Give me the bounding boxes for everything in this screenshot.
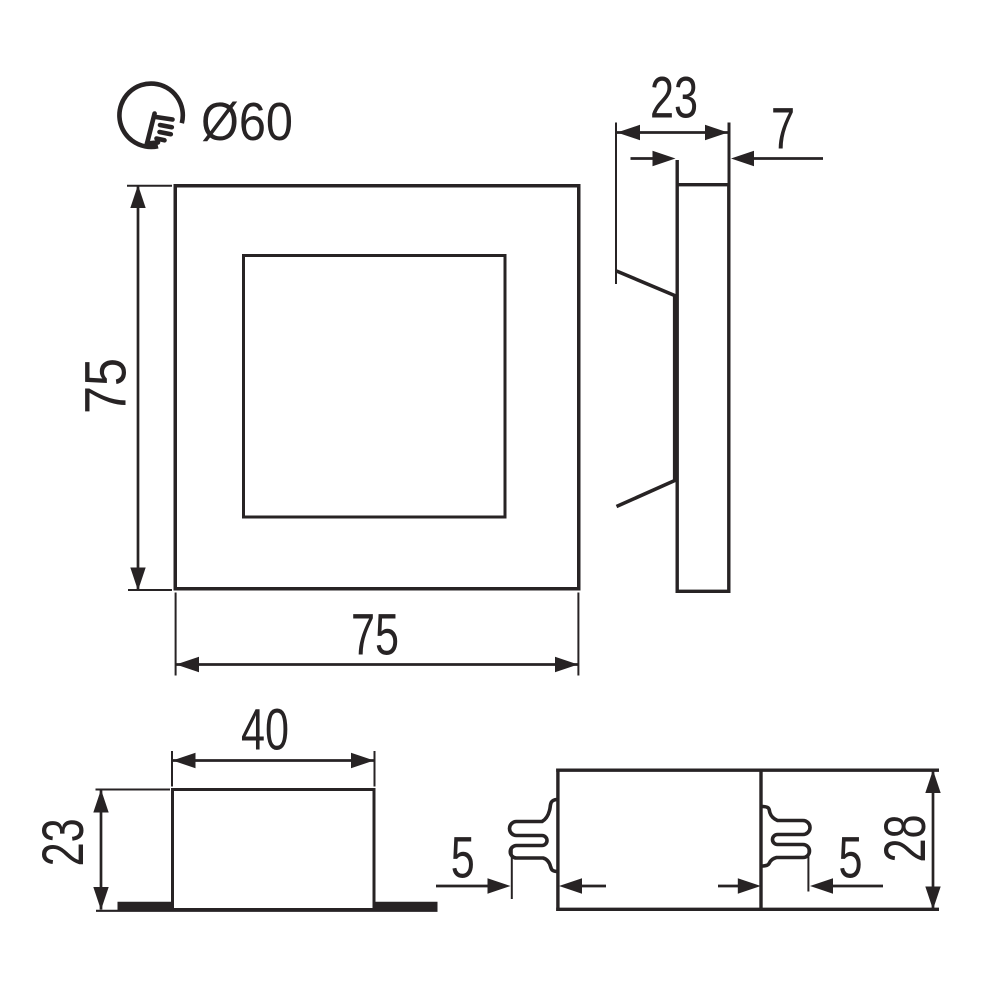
svg-text:5: 5 bbox=[839, 826, 863, 891]
svg-text:Ø60: Ø60 bbox=[201, 92, 293, 152]
svg-text:23: 23 bbox=[31, 818, 96, 866]
svg-text:7: 7 bbox=[771, 97, 795, 162]
svg-text:75: 75 bbox=[74, 358, 139, 414]
svg-text:40: 40 bbox=[241, 698, 289, 763]
svg-text:28: 28 bbox=[873, 815, 938, 863]
svg-text:23: 23 bbox=[650, 66, 698, 131]
svg-text:75: 75 bbox=[351, 602, 399, 667]
svg-text:5: 5 bbox=[451, 826, 475, 891]
